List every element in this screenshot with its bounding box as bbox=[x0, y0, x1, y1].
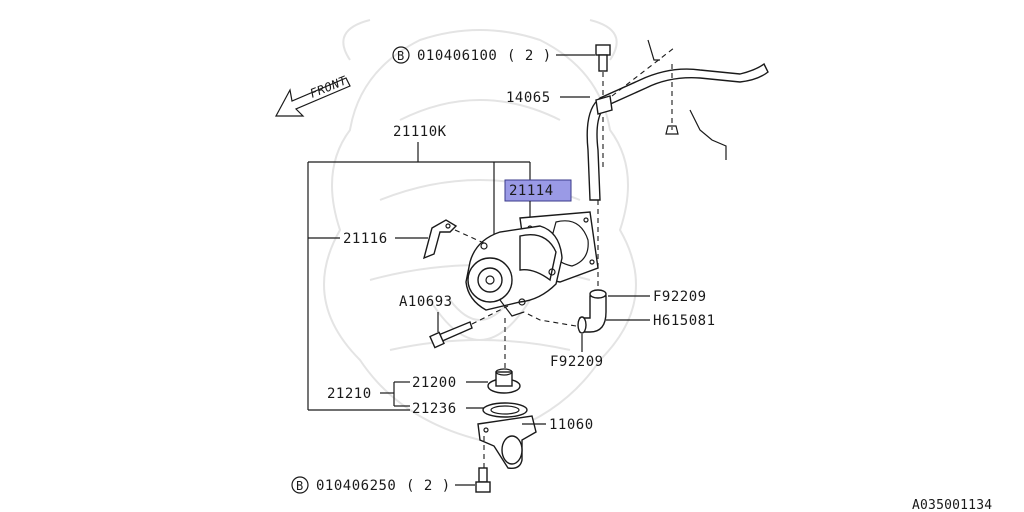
pump-bolt-part-number: A10693 bbox=[399, 294, 453, 310]
thermostat-part-number: 21200 bbox=[412, 375, 457, 391]
pump-bracket bbox=[422, 219, 458, 260]
pipe-part-number: 14065 bbox=[506, 90, 551, 106]
bracket-part-number: 21116 bbox=[343, 231, 388, 247]
callout-pump-bolt[interactable]: A10693 bbox=[399, 294, 453, 332]
bolt-bottom-part-number: 010406250 bbox=[316, 478, 396, 494]
hose-part-number: H615081 bbox=[653, 313, 716, 329]
thermostat-cover bbox=[477, 415, 537, 470]
thermostat bbox=[487, 368, 521, 394]
thermostat-assy-part-number: 21210 bbox=[327, 386, 372, 402]
pump-kit-part-number: 21110K bbox=[393, 124, 447, 140]
thermo-cover-part-number: 11060 bbox=[549, 417, 594, 433]
front-arrow: FRONT bbox=[274, 73, 351, 117]
figure-id: A035001134 bbox=[912, 498, 992, 512]
callout-thermo-cover[interactable]: 11060 bbox=[522, 417, 594, 433]
callout-thermostat-assy[interactable]: 21210 bbox=[308, 381, 410, 411]
callout-pipe[interactable]: 14065 bbox=[506, 90, 590, 106]
callout-bracket[interactable]: 21116 bbox=[308, 231, 428, 247]
clamp-lower-part-number: F92209 bbox=[550, 354, 604, 370]
watermark-emblem bbox=[323, 19, 637, 442]
bolt-bottom-part bbox=[475, 467, 491, 493]
bolt-bottom-qty: ( 2 ) bbox=[406, 478, 451, 494]
highlight-box bbox=[504, 179, 572, 202]
bolt-bottom-marker-circle bbox=[291, 476, 309, 494]
callout-pump-kit[interactable]: 21110K bbox=[307, 124, 531, 410]
clamp-upper-part-number: F92209 bbox=[653, 289, 707, 305]
front-label: FRONT bbox=[308, 73, 349, 101]
callout-clamp-upper[interactable]: F92209 bbox=[608, 289, 707, 305]
gasket-part-number: 21114 bbox=[509, 183, 554, 199]
water-pump bbox=[454, 225, 563, 317]
bolt-top-qty: ( 2 ) bbox=[507, 48, 552, 64]
callout-hose[interactable]: H615081 bbox=[606, 313, 716, 329]
callout-bolt-top[interactable]: B 010406100 ( 2 ) bbox=[392, 46, 595, 64]
bolt-top-part bbox=[595, 44, 611, 170]
bolt-top-part-number: 010406100 bbox=[417, 48, 497, 64]
callout-thermostat[interactable]: 21200 bbox=[412, 375, 488, 391]
bypass-hose bbox=[523, 200, 607, 334]
bolt-top-marker: B bbox=[397, 49, 405, 63]
callout-clamp-lower[interactable]: F92209 bbox=[550, 334, 604, 370]
thermostat-gasket bbox=[482, 402, 528, 418]
callout-thermo-gasket[interactable]: 21236 bbox=[412, 401, 484, 417]
pump-bolt bbox=[429, 305, 509, 349]
bolt-bottom-marker: B bbox=[296, 479, 304, 493]
thermo-gasket-part-number: 21236 bbox=[412, 401, 457, 417]
callout-gasket-highlighted[interactable]: 21114 bbox=[504, 179, 572, 218]
callout-bolt-bottom[interactable]: B 010406250 ( 2 ) bbox=[291, 476, 475, 494]
coolant-pipe bbox=[586, 39, 769, 201]
bolt-marker-circle bbox=[392, 46, 410, 64]
